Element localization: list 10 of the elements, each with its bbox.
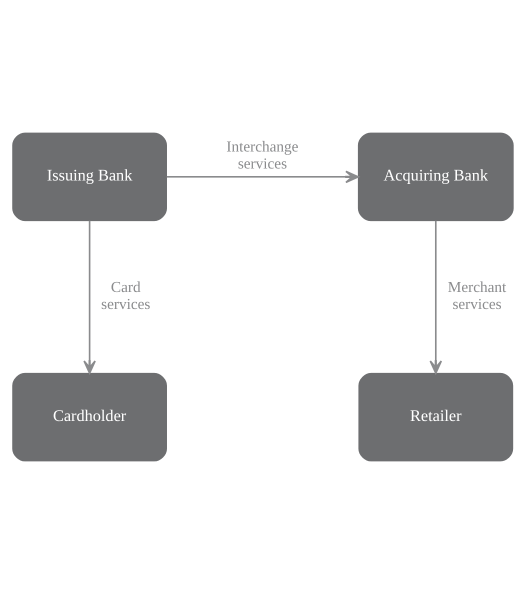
- node-box: Retailer: [358, 372, 514, 461]
- arrow: [429, 220, 442, 374]
- arrow: [166, 170, 359, 183]
- node-box: Issuing Bank: [12, 132, 167, 221]
- arrow: [83, 220, 96, 374]
- edge-label: Card services: [101, 278, 150, 313]
- edge-label: Interchange services: [226, 138, 298, 172]
- edge-label: Merchant services: [448, 278, 506, 313]
- node-box: Acquiring Bank: [358, 132, 514, 221]
- node-box: Cardholder: [12, 372, 167, 461]
